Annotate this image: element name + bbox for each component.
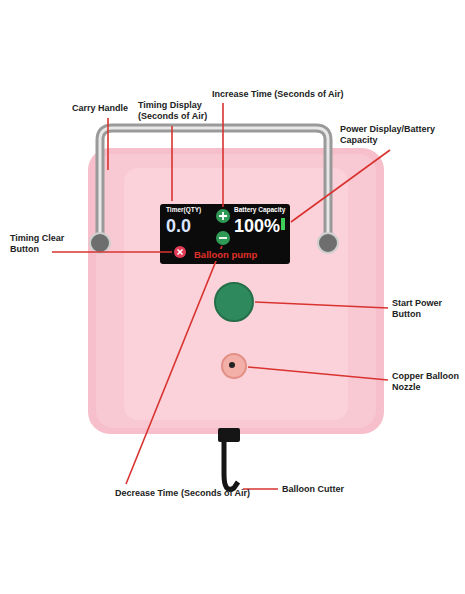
display-panel: Timer(QTY) Battery Capacity 0.0 100% Balloon… (160, 204, 290, 264)
leader-line (291, 150, 390, 222)
handle-mount (90, 233, 110, 253)
pump-body (88, 148, 384, 434)
leader-line (255, 302, 388, 308)
leader-line (171, 126, 173, 201)
timer-readout: 0.0 (166, 217, 191, 235)
clear-button (174, 246, 186, 258)
callout-label: Timing Display (Seconds of Air) (138, 100, 216, 122)
screen-caption: Battery Capacity (234, 207, 285, 214)
callout-label: Start Power Button (392, 298, 458, 320)
leader-line (222, 103, 224, 207)
leader-line (52, 251, 172, 253)
pump-body-face (96, 154, 376, 428)
minus-symbol (219, 237, 227, 239)
plus-symbol (219, 212, 227, 220)
handle-mount (318, 233, 338, 253)
leader-line (126, 246, 222, 484)
clear-symbol (178, 250, 183, 255)
callout-label: Copper Balloon Nozzle (392, 371, 460, 393)
callout-label: Increase Time (Seconds of Air) (212, 89, 382, 100)
display-screen (160, 204, 290, 264)
battery-readout: 100% (234, 217, 280, 235)
balloon-cutter (224, 440, 238, 489)
minus-button (216, 231, 230, 245)
screen-caption: Timer(QTY) (166, 207, 201, 214)
nozzle-hole (229, 362, 235, 368)
leader-line (248, 367, 388, 380)
cutter-clip (218, 428, 240, 442)
callout-label: Power Display/Battery Capacity (340, 124, 458, 146)
start-button (215, 283, 253, 321)
copper-nozzle (222, 354, 246, 378)
callout-label: Balloon Cutter (282, 484, 382, 495)
screen-brand: Balloon pump (192, 249, 259, 261)
plus-button (216, 209, 230, 223)
leader-lines (52, 103, 390, 489)
leader-line (107, 118, 109, 170)
callout-label: Timing Clear Button (10, 233, 72, 255)
battery-icon (281, 218, 285, 230)
